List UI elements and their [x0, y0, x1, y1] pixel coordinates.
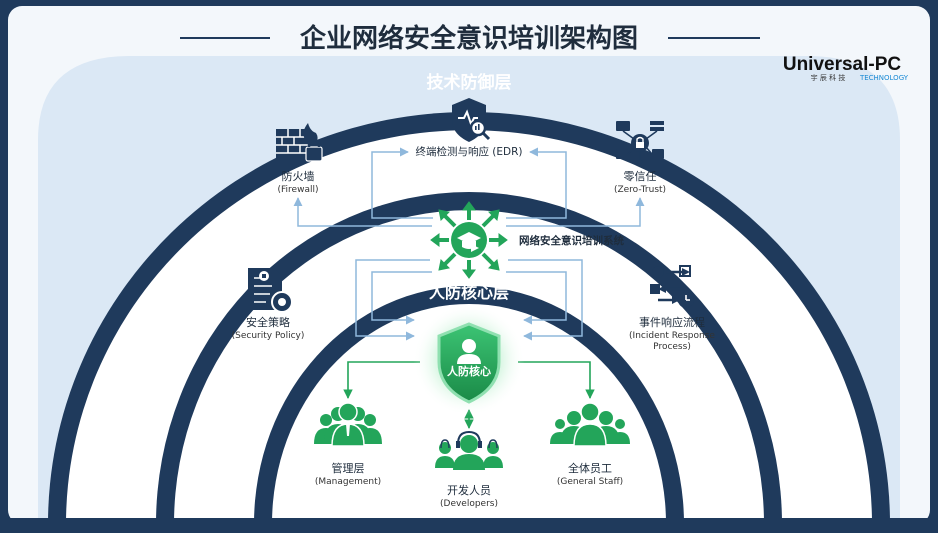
mgmt-label-en: (Management)	[315, 477, 381, 487]
zerotrust-label-cn: 零信任	[624, 170, 657, 183]
firewall-label-en: (Firewall)	[278, 185, 319, 195]
graduation-hub-icon	[430, 201, 508, 279]
management-group-icon	[314, 402, 382, 447]
zerotrust-label-en: (Zero-Trust)	[614, 185, 666, 195]
incident-label-cn: 事件响应流程	[639, 315, 705, 329]
top-connectors	[293, 147, 645, 227]
incident-label-en-1: (Incident Response	[629, 331, 715, 341]
bottom-frame	[8, 518, 930, 533]
person-shield-icon	[437, 322, 501, 404]
shield-scan-icon	[452, 98, 491, 142]
lock-brick-wall-icon	[276, 123, 323, 162]
layer-label-inner: 人防核心层	[429, 283, 509, 302]
training-system-label: 网络安全意识培训系统	[519, 234, 624, 247]
layer-label-outer: 技术防御层	[427, 72, 512, 93]
policy-gear-icon	[248, 268, 293, 313]
layer-label-middle: 流程与政策层	[421, 172, 517, 191]
staff-group-icon	[550, 402, 630, 447]
page-title: 企业网络安全意识培训架构图	[300, 23, 638, 54]
policy-label-en: (Security Policy)	[232, 331, 305, 341]
brand-subtitle-en: TECHNOLOGY	[859, 74, 909, 82]
side-connectors	[355, 259, 583, 341]
firewall-label-cn: 防火墙	[282, 169, 315, 183]
core-shield-label: 人防核心	[447, 364, 491, 378]
process-flow-icon	[650, 265, 694, 308]
developers-headset-icon	[435, 430, 503, 470]
brand-subtitle-cn: 宇 辰 科 技	[811, 73, 846, 82]
mgmt-label-cn: 管理层	[332, 461, 365, 475]
staff-label-cn: 全体员工	[568, 461, 612, 475]
incident-label-en-2: Process)	[653, 342, 691, 352]
staff-label-en: (General Staff)	[557, 477, 623, 487]
brand-name: Universal-PC	[783, 54, 902, 75]
dev-label-cn: 开发人员	[447, 483, 491, 497]
network-lock-icon	[616, 121, 664, 165]
dev-label-en: (Developers)	[440, 499, 498, 509]
policy-label-cn: 安全策略	[246, 315, 290, 329]
edr-label: 终端检测与响应 (EDR)	[415, 145, 522, 158]
